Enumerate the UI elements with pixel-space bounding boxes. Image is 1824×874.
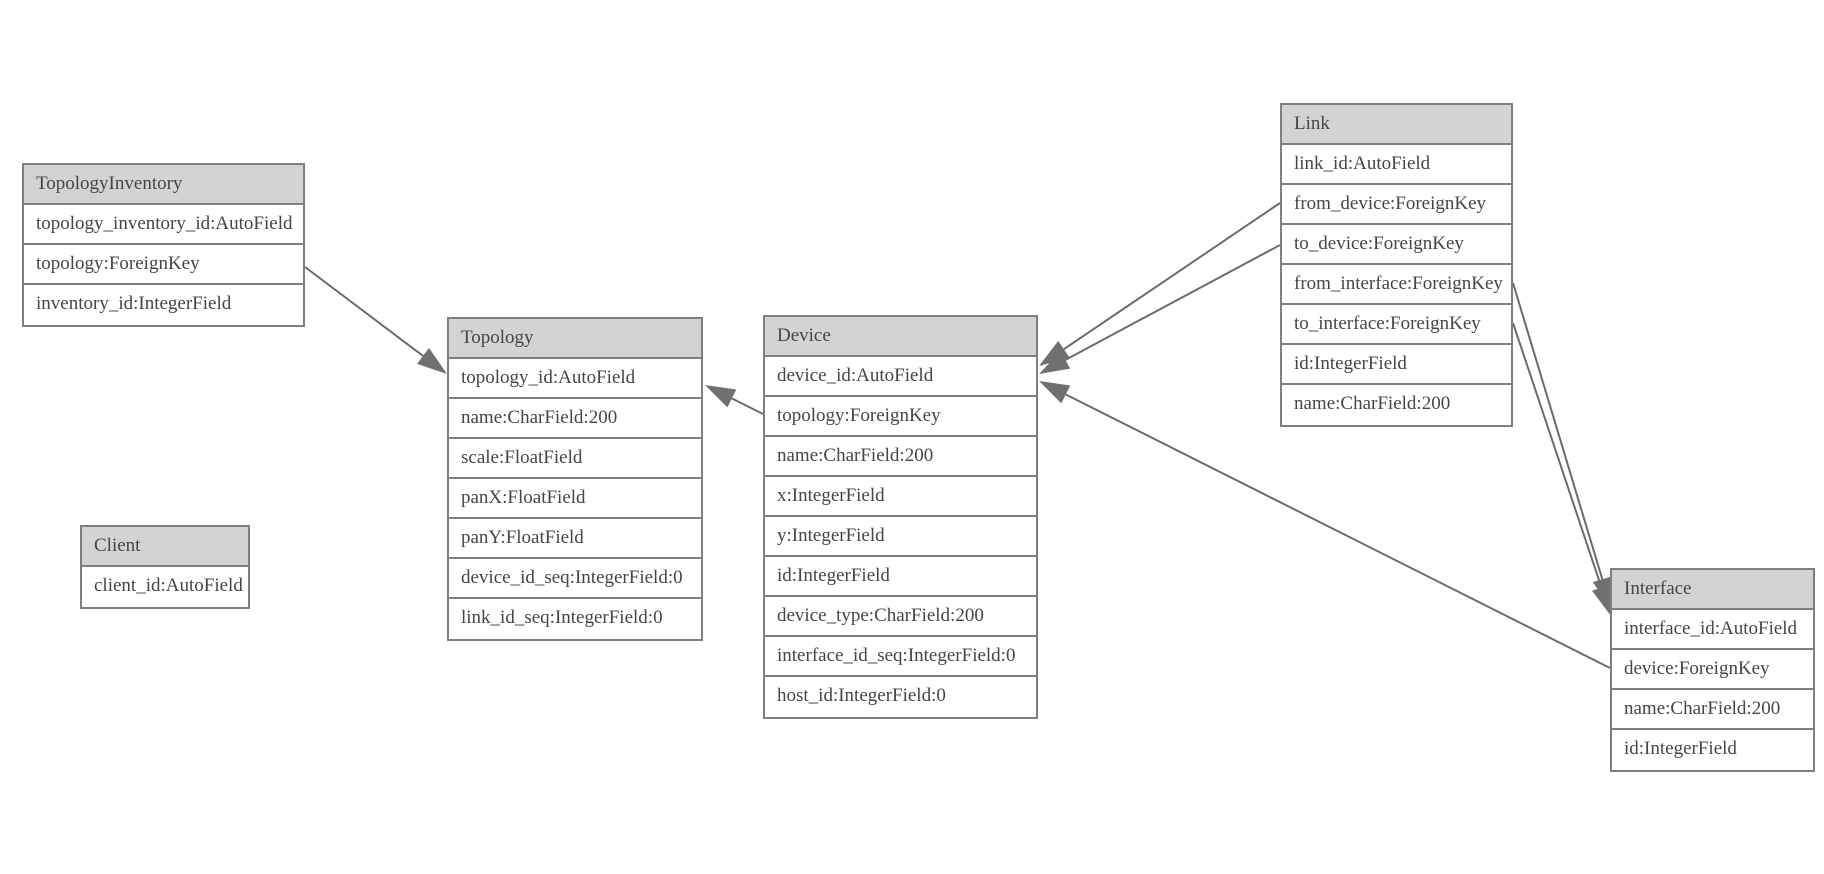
entity-link-field-4: to_interface:ForeignKey <box>1282 305 1511 345</box>
arrowhead-icon-device-topology <box>705 385 737 408</box>
entity-device-title: Device <box>765 317 1036 357</box>
entity-device-field-2: name:CharField:200 <box>765 437 1036 477</box>
arrowhead-icon-link-todevice-device <box>1039 351 1071 374</box>
entity-interface-title: Interface <box>1612 570 1813 610</box>
entity-topology-field-0: topology_id:AutoField <box>449 359 701 399</box>
arrowhead-icon-interface-device <box>1039 381 1071 404</box>
connection-link-fromdevice-device <box>1063 202 1281 351</box>
connection-link-todevice-device <box>1064 244 1281 361</box>
connection-link-tointerface-interface <box>1512 322 1603 588</box>
entity-device-field-5: id:IntegerField <box>765 557 1036 597</box>
entity-device-field-3: x:IntegerField <box>765 477 1036 517</box>
entity-topology-inventory-title: TopologyInventory <box>24 165 303 205</box>
entity-topology-field-3: panX:FloatField <box>449 479 701 519</box>
entity-link-field-5: id:IntegerField <box>1282 345 1511 385</box>
entity-link-field-6: name:CharField:200 <box>1282 385 1511 425</box>
entity-device-field-6: device_type:CharField:200 <box>765 597 1036 637</box>
entity-link-title: Link <box>1282 105 1511 145</box>
entity-link-field-1: from_device:ForeignKey <box>1282 185 1511 225</box>
entity-device-field-1: topology:ForeignKey <box>765 397 1036 437</box>
entity-topology-field-5: device_id_seq:IntegerField:0 <box>449 559 701 599</box>
connection-device-topology <box>731 397 764 415</box>
arrowhead-icon-link-fromdevice-device <box>1039 340 1070 366</box>
entity-interface-field-1: device:ForeignKey <box>1612 650 1813 690</box>
connection-topologyinventory-topology <box>304 266 424 357</box>
entity-device-field-7: interface_id_seq:IntegerField:0 <box>765 637 1036 677</box>
arrowhead-icon-link-tointerface-interface <box>1592 584 1611 616</box>
entity-client-field-0: client_id:AutoField <box>82 567 248 607</box>
entity-device-field-0: device_id:AutoField <box>765 357 1036 397</box>
entity-link-field-0: link_id:AutoField <box>1282 145 1511 185</box>
entity-interface-field-0: interface_id:AutoField <box>1612 610 1813 650</box>
entity-topology-field-6: link_id_seq:IntegerField:0 <box>449 599 701 639</box>
entity-topology-title: Topology <box>449 319 701 359</box>
entity-topology-inventory-field-1: topology:ForeignKey <box>24 245 303 285</box>
entity-interface-field-3: id:IntegerField <box>1612 730 1813 770</box>
entity-device-field-8: host_id:IntegerField:0 <box>765 677 1036 717</box>
entity-device-field-4: y:IntegerField <box>765 517 1036 557</box>
entity-topology-field-1: name:CharField:200 <box>449 399 701 439</box>
entity-link-field-2: to_device:ForeignKey <box>1282 225 1511 265</box>
connection-interface-device <box>1065 393 1611 669</box>
entity-topology-inventory-field-0: topology_inventory_id:AutoField <box>24 205 303 245</box>
entity-topology-field-4: panY:FloatField <box>449 519 701 559</box>
arrowhead-icon-topologyinventory-topology <box>417 347 447 374</box>
entity-topology-field-2: scale:FloatField <box>449 439 701 479</box>
entity-interface-field-2: name:CharField:200 <box>1612 690 1813 730</box>
entity-client-title: Client <box>82 527 248 567</box>
entity-link-field-3: from_interface:ForeignKey <box>1282 265 1511 305</box>
entity-topology-inventory-field-2: inventory_id:IntegerField <box>24 285 303 325</box>
connection-link-frominterface-interface <box>1512 282 1604 580</box>
